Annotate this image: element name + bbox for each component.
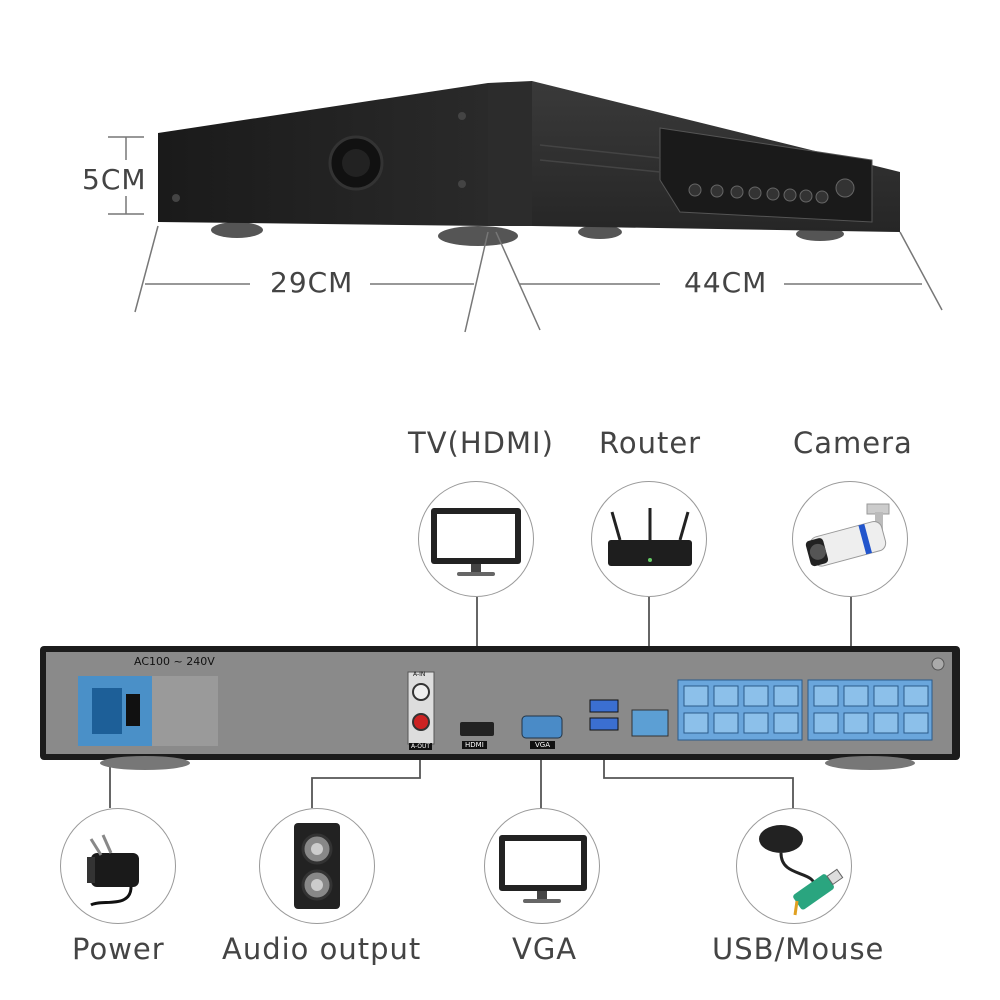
audio-circle [259, 808, 375, 924]
height-label: 5CM [82, 163, 147, 196]
side-screws [172, 112, 466, 202]
rear-foot-right [825, 756, 915, 770]
vga-port-label: VGA [530, 741, 556, 749]
depth-dimension [134, 225, 489, 333]
power-adapter-icon [87, 834, 139, 907]
rear-foot-left [100, 756, 190, 770]
camera-circle [792, 481, 908, 597]
width-label: 44CM [684, 266, 768, 299]
bullet-camera-icon [805, 503, 890, 567]
mouse-usb-icon [759, 825, 844, 916]
front-buttons [688, 178, 855, 204]
tv-hdmi-label: TV(HDMI) [408, 426, 554, 460]
device-side-face [158, 83, 488, 226]
router-label: Router [599, 426, 702, 460]
speaker-icon [294, 823, 340, 909]
height-dimension [108, 136, 144, 215]
usb-mouse-label: USB/Mouse [712, 932, 885, 966]
power-rating-label: AC100 ~ 240V [134, 655, 215, 668]
vga-circle [484, 808, 600, 924]
usb-mouse-circle [736, 808, 852, 924]
vga-label: VGA [512, 932, 578, 966]
tv-hdmi-circle [418, 481, 534, 597]
power-circle [60, 808, 176, 924]
width-dimension [495, 231, 943, 331]
depth-label: 29CM [270, 266, 354, 299]
camera-label: Camera [793, 426, 913, 460]
audio-in-label: A-IN [413, 671, 426, 678]
router-circle [591, 481, 707, 597]
power-label: Power [72, 932, 165, 966]
monitor-icon [431, 508, 521, 576]
audio-out-label: A-OUT [409, 743, 433, 750]
vga-monitor-icon [499, 835, 587, 903]
device-front-corner [488, 81, 532, 226]
nvr-dimension-view [108, 81, 943, 333]
router-icon [608, 508, 692, 566]
audio-output-label: Audio output [222, 932, 422, 966]
hdmi-port-label: HDMI [462, 741, 487, 749]
